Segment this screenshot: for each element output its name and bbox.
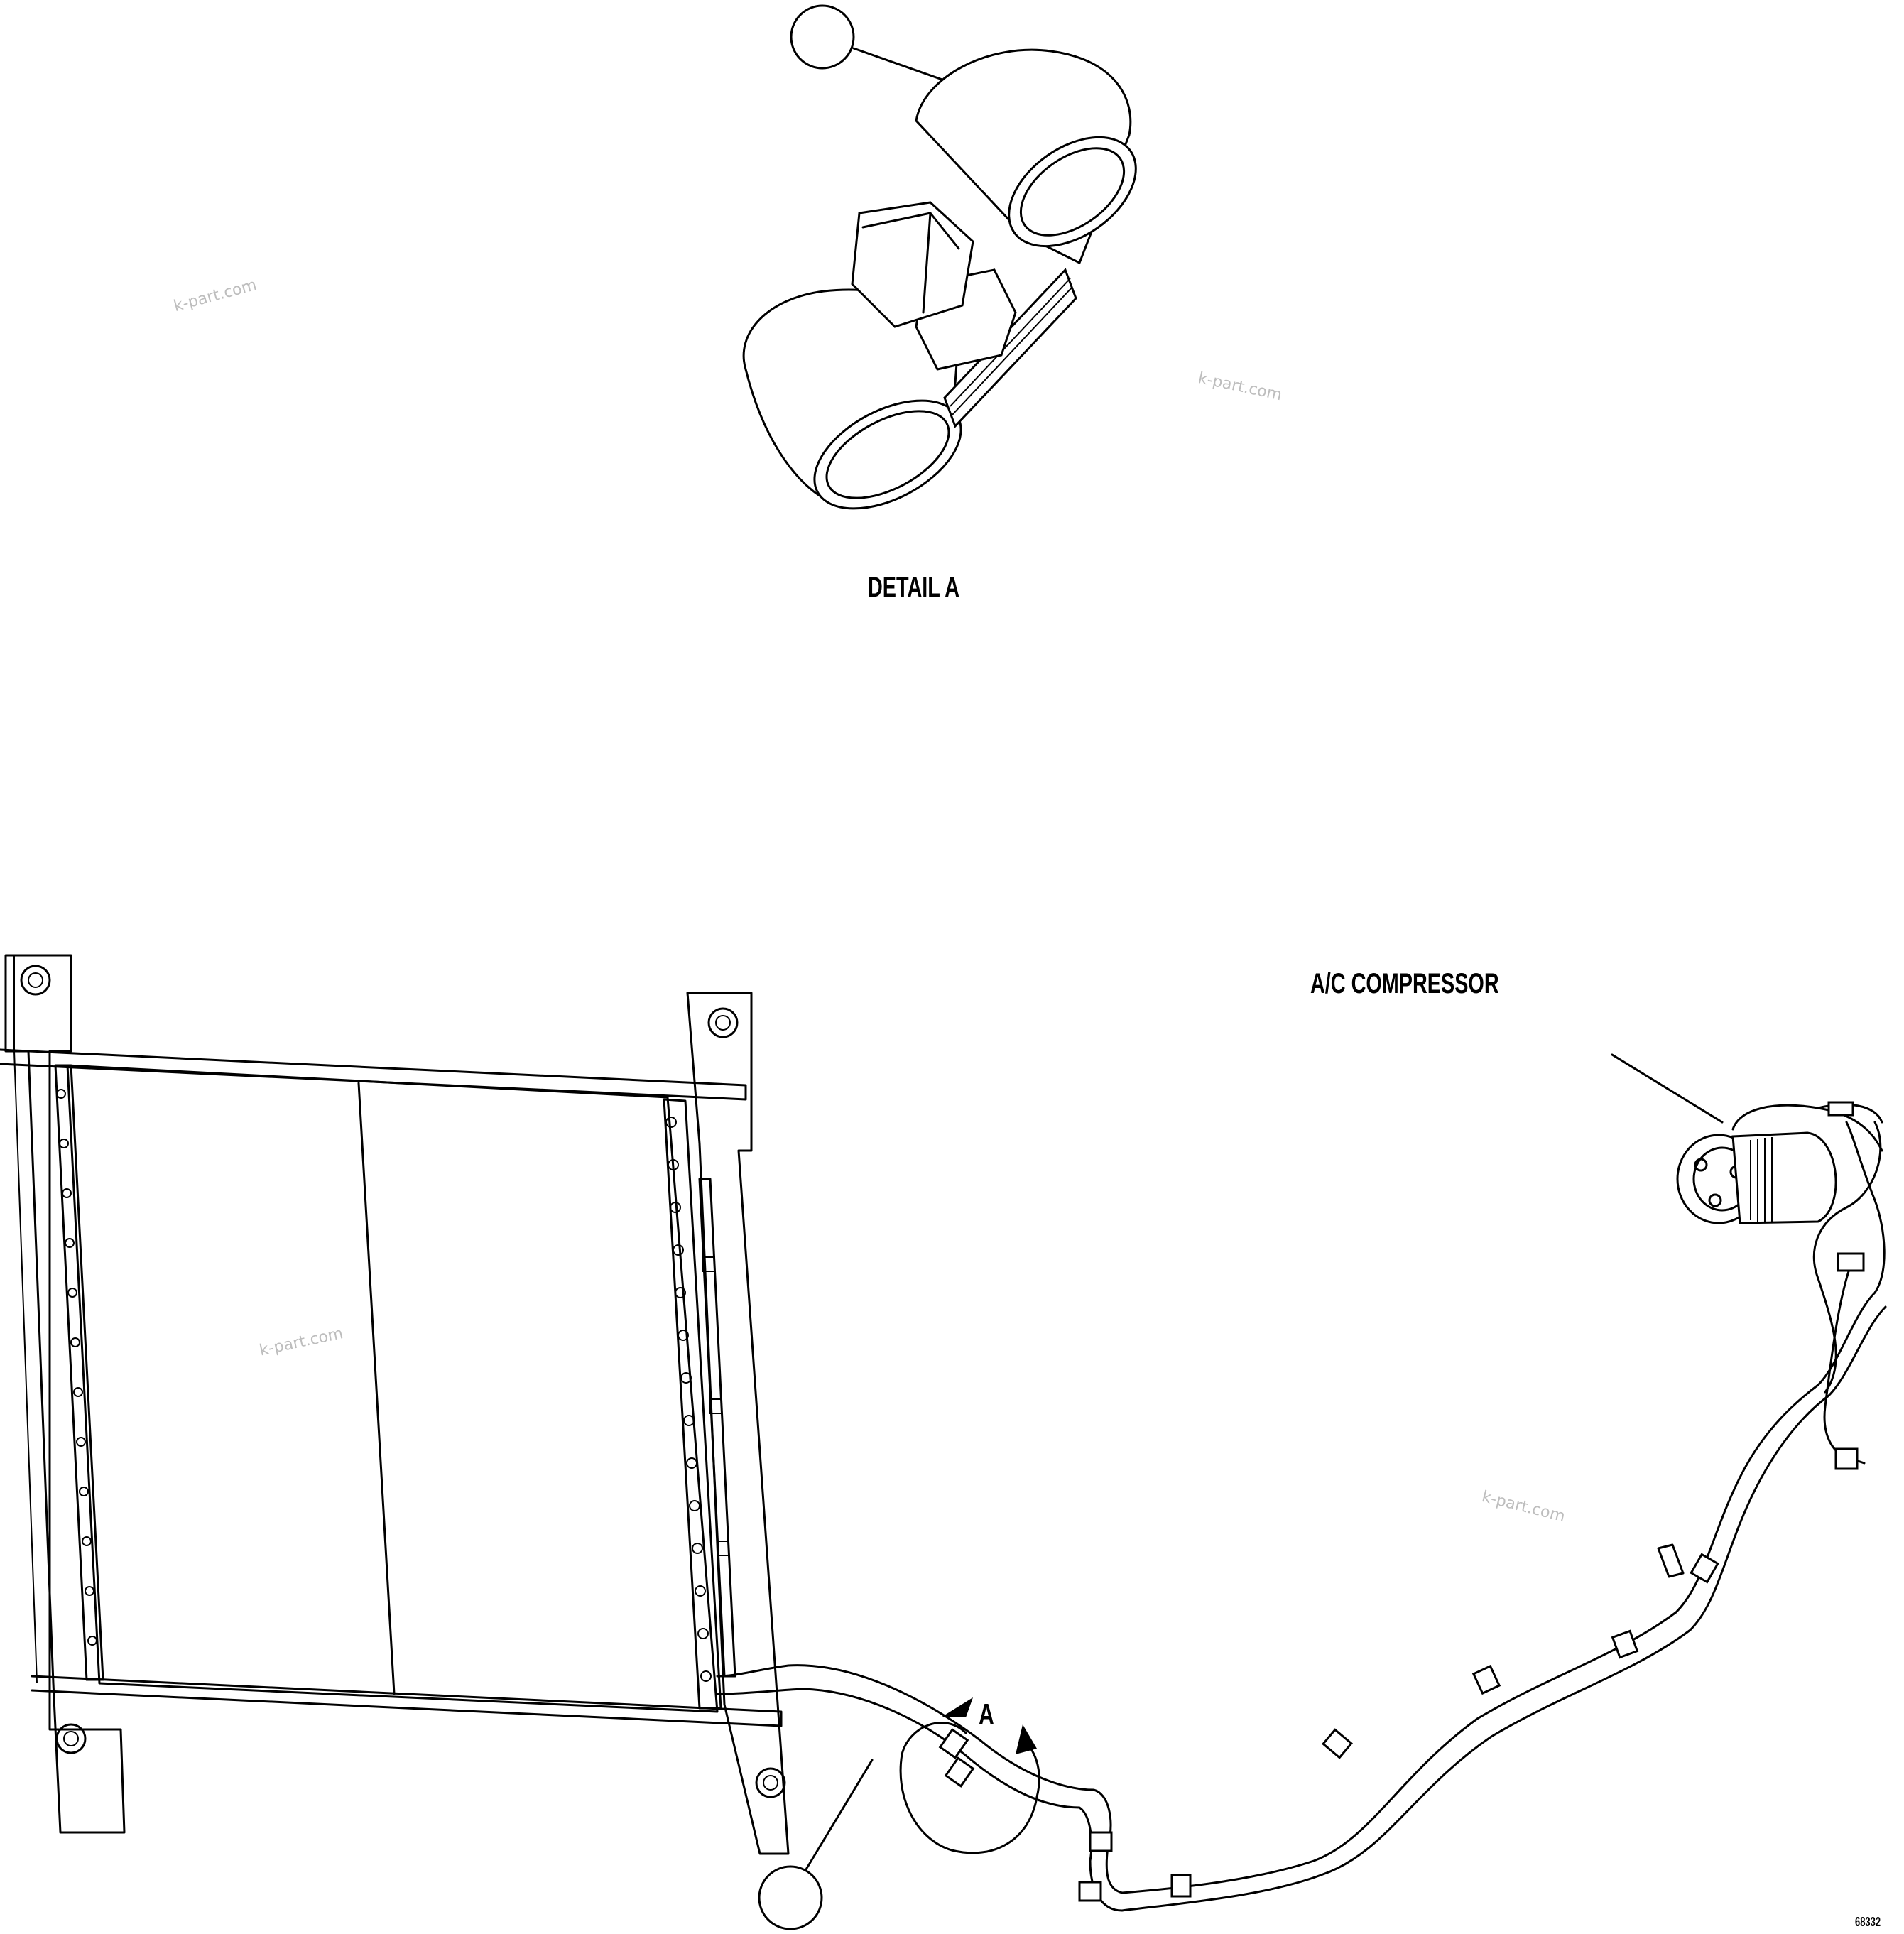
bolt-bottom-left bbox=[55, 1723, 87, 1754]
compressor-leader bbox=[1611, 1053, 1724, 1124]
view-arrow-left bbox=[941, 1697, 973, 1717]
hose-line-lower bbox=[716, 1305, 1887, 1912]
compressor-return-tube bbox=[1812, 1121, 1882, 1394]
left-header-tank bbox=[54, 1064, 104, 1681]
bolt-top-right bbox=[707, 1007, 739, 1038]
bolt-top-left bbox=[20, 965, 51, 996]
detail-a-view-marker bbox=[899, 1697, 1040, 1854]
left-header-fittings bbox=[56, 1089, 97, 1646]
core-divider bbox=[357, 1082, 396, 1695]
main-callout-leader bbox=[805, 1759, 874, 1871]
side-tube bbox=[698, 1178, 736, 1678]
compressor-clutch-coil bbox=[1750, 1137, 1773, 1222]
clamp-lower-inner bbox=[825, 410, 950, 499]
figure-number: 68332 bbox=[1855, 1915, 1881, 1929]
view-a-letter: A bbox=[979, 1697, 994, 1731]
compressor-body bbox=[1731, 1131, 1837, 1224]
compressor-port-fitting bbox=[1827, 1101, 1854, 1117]
condenser-assembly bbox=[0, 954, 790, 1855]
bolt-bottom-right bbox=[755, 1767, 786, 1798]
view-arrow-right bbox=[1016, 1724, 1037, 1754]
drop-tube bbox=[1823, 1256, 1866, 1465]
detail-callout-balloon bbox=[790, 4, 855, 70]
ac-compressor-label: A/C COMPRESSOR bbox=[1310, 968, 1499, 999]
refrigerant-hoses bbox=[716, 1121, 1887, 1912]
top-rail bbox=[0, 1048, 747, 1101]
drop-tube-fitting bbox=[1834, 1447, 1859, 1470]
ac-compressor bbox=[1611, 1053, 1883, 1224]
detail-a-title: DETAIL A bbox=[868, 572, 960, 603]
hose-mount-tab bbox=[1657, 1543, 1685, 1578]
bottom-rail bbox=[31, 1675, 783, 1727]
right-header-tank bbox=[663, 1098, 722, 1710]
detail-a-drawing bbox=[742, 4, 1137, 510]
clamp-upper-inner bbox=[1019, 147, 1126, 237]
clamp-bolt-head bbox=[851, 201, 974, 328]
detail-a-circle bbox=[899, 1722, 1040, 1854]
clamp-upper-opening bbox=[1008, 136, 1137, 248]
right-header-fittings bbox=[665, 1117, 712, 1682]
hose-clamps bbox=[938, 1252, 1865, 1902]
hose-line-upper bbox=[716, 1121, 1886, 1894]
main-callout-balloon bbox=[758, 1865, 823, 1930]
left-mounting-bracket bbox=[4, 954, 126, 1834]
condenser-core bbox=[66, 1064, 719, 1713]
